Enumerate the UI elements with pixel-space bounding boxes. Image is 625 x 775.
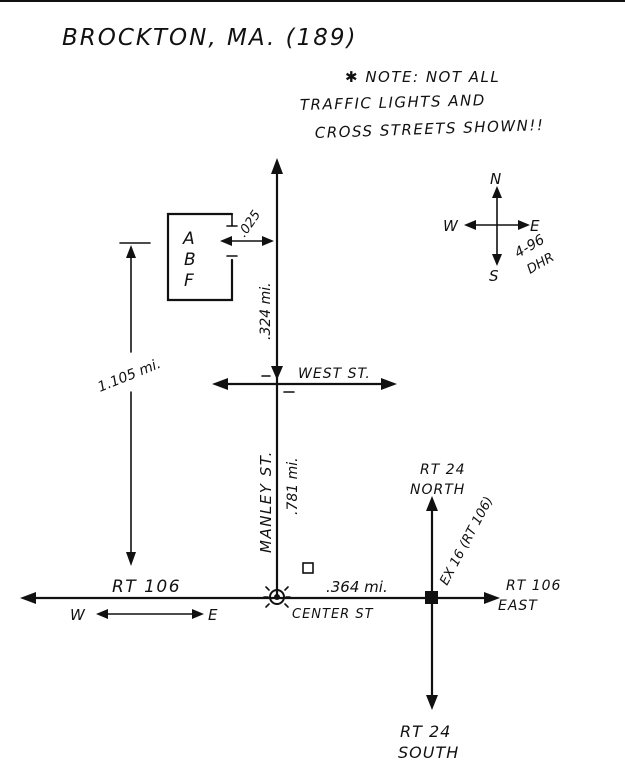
exit-16-label: EX 16 (RT 106) <box>437 494 496 588</box>
top-border <box>0 0 625 2</box>
destination-building <box>166 212 274 302</box>
rt24-north-label: RT 24 <box>420 462 466 478</box>
rt106-east-dir-label: EAST <box>498 598 538 614</box>
map-title: BROCKTON, MA. (189) <box>62 25 357 51</box>
rt24-south-dir-label: SOUTH <box>398 743 459 762</box>
building-letter-f: F <box>184 271 194 291</box>
manley-st-label: MANLEY ST. <box>257 450 275 553</box>
distance-781-label: .781 mi. <box>285 457 301 515</box>
note-line-1: ✱ NOTE: NOT ALL <box>345 68 500 86</box>
west-st-label: WEST ST. <box>298 366 371 382</box>
compass-n-label: N <box>490 170 501 188</box>
center-st-label: CENTER ST <box>292 607 374 622</box>
note-line-2: TRAFFIC LIGHTS AND <box>300 91 486 114</box>
dir-w-label: W <box>70 606 86 624</box>
rt106-east-label: RT 106 <box>506 578 561 594</box>
building-letter-a: A <box>182 229 195 249</box>
distance-364-label: .364 mi. <box>326 578 388 596</box>
exit-16-marker <box>425 591 438 604</box>
building-letter-b: B <box>184 250 196 270</box>
west-st-road <box>212 375 397 393</box>
rt106-direction-arrow <box>96 609 204 619</box>
note-line-3: CROSS STREETS SHOWN!! <box>315 116 545 142</box>
compass-rose <box>464 186 530 266</box>
distance-324-label: .324 mi. <box>258 282 274 340</box>
distance-1105-label: 1.105 mi. <box>96 356 164 396</box>
west-st-intersection-arrow <box>271 366 283 380</box>
compass-e-label: E <box>530 217 540 235</box>
rt106-road <box>20 592 500 604</box>
total-distance-dimension <box>119 242 151 566</box>
rt24-south-label: RT 24 <box>400 722 451 741</box>
landmark-square <box>302 562 314 574</box>
compass-w-label: W <box>443 217 459 235</box>
traffic-light-icon <box>263 583 291 608</box>
rt106-label: RT 106 <box>112 577 181 597</box>
building-offset-label: .025 <box>235 208 264 240</box>
compass-s-label: S <box>489 267 499 285</box>
rt24-north-dir-label: NORTH <box>410 482 465 498</box>
dir-e-label: E <box>208 606 218 624</box>
